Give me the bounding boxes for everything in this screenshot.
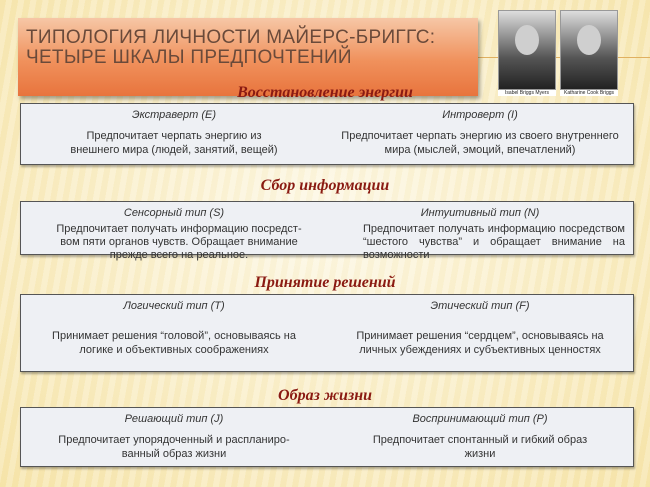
photo-caption: Isabel Briggs Myers (498, 90, 556, 96)
type-label: Интроверт (I) (442, 109, 518, 121)
type-description: Предпочитает спонтанный и гибкий образ ж… (372, 434, 588, 460)
title-banner: ТИПОЛОГИЯ ЛИЧНОСТИ МАЙЕРС-БРИГГС: ЧЕТЫРЕ… (18, 18, 478, 96)
type-description: Предпочитает получать информацию посредс… (363, 223, 625, 261)
type-label: Интуитивный тип (N) (420, 207, 540, 219)
type-label: Экстраверт (E) (131, 109, 217, 121)
section-box-lifestyle: Решающий тип (J) Предпочитает упорядоченн… (20, 407, 634, 467)
type-description: Предпочитает черпать энергию из внешнего… (70, 130, 278, 156)
type-label: Этический тип (F) (430, 300, 530, 312)
type-description: Предпочитает упорядоченный и распланиро-… (58, 434, 290, 460)
type-label: Логический тип (T) (123, 300, 225, 312)
section-title-information: Сбор информации (260, 177, 390, 194)
section-box-decisions: Логический тип (T) Принимает решения “гол… (20, 294, 634, 372)
type-description: Принимает решения “сердцем”, основываясь… (356, 330, 604, 356)
type-label: Решающий тип (J) (124, 413, 224, 425)
portrait-isabel-briggs-myers (498, 10, 556, 90)
type-label: Сенсорный тип (S) (123, 207, 225, 219)
portrait-katharine-cook-briggs (560, 10, 618, 90)
section-box-energy: Экстраверт (E) Предпочитает черпать энерг… (20, 103, 634, 165)
type-description: Предпочитает черпать энергию из своего в… (341, 130, 619, 156)
slide-title: ТИПОЛОГИЯ ЛИЧНОСТИ МАЙЕРС-БРИГГС: ЧЕТЫРЕ… (26, 27, 436, 68)
section-title-lifestyle: Образ жизни (278, 387, 372, 404)
type-label: Воспринимающий тип (P) (412, 413, 548, 425)
section-box-information: Сенсорный тип (S) Предпочитает получать и… (20, 201, 634, 261)
photo-caption: Katharine Cook Briggs (560, 90, 618, 96)
type-description: Принимает решения “головой”, основываясь… (52, 330, 296, 356)
type-description: Предпочитает получать информацию посредс… (56, 223, 302, 261)
section-title-energy: Восстановление энергии (237, 84, 413, 101)
section-title-decisions: Принятие решений (254, 274, 396, 291)
